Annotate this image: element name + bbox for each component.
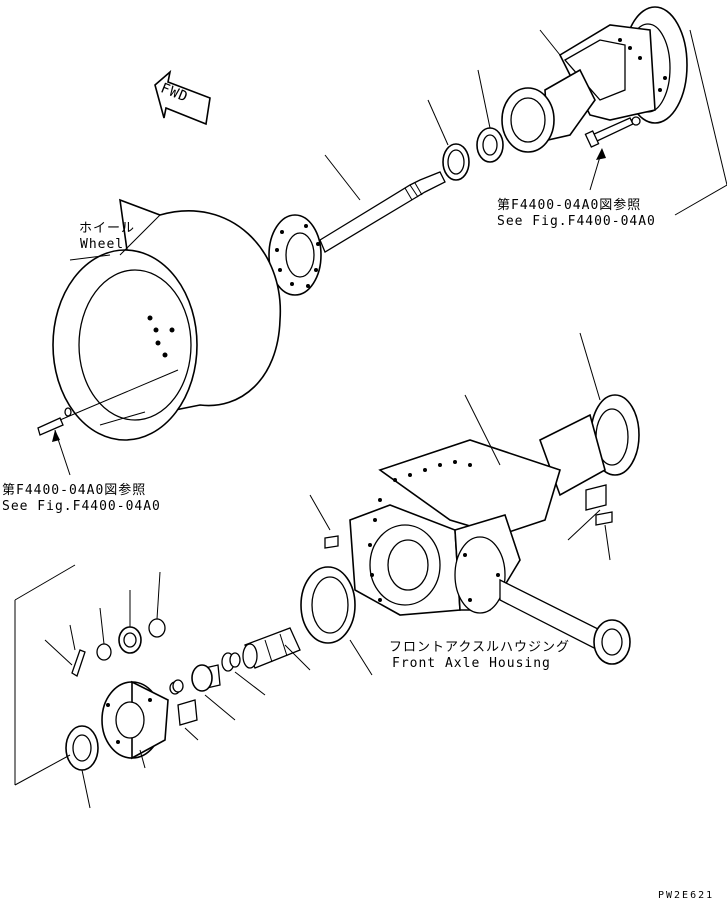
ref-top-en: See Fig.F4400-04A0	[497, 214, 656, 229]
wheel-bolt	[37, 369, 179, 476]
wheel-label-jp: ホイール	[79, 221, 136, 236]
front-axle-housing	[349, 332, 640, 665]
pinion-shaft	[242, 627, 311, 671]
ref-top-leader	[674, 29, 727, 216]
ref-left-jp: 第F4400-04A0図参照	[2, 483, 147, 498]
differential-case	[101, 571, 169, 769]
housing-label-jp: フロントアクスルハウジング	[389, 640, 570, 655]
housing-label-en: Front Axle Housing	[392, 656, 551, 671]
ref-left-en: See Fig.F4400-04A0	[2, 499, 161, 514]
axle-shaft	[268, 154, 446, 296]
ref-top-jp: 第F4400-04A0図参照	[497, 198, 642, 213]
wheel-rim	[52, 198, 282, 441]
drawing-code: PW2E621	[658, 890, 715, 901]
housing-bolt	[584, 116, 641, 191]
side-bearing	[65, 725, 99, 809]
fwd-arrow	[154, 69, 211, 126]
group-bracket	[14, 564, 76, 786]
upper-axle-housing	[501, 6, 688, 153]
small-parts	[169, 652, 266, 741]
spider-pins	[44, 607, 112, 677]
bearing	[476, 69, 504, 163]
wheel-label-en: Wheel	[80, 237, 125, 252]
ring-gear	[300, 494, 373, 676]
seal-ring	[427, 99, 470, 181]
